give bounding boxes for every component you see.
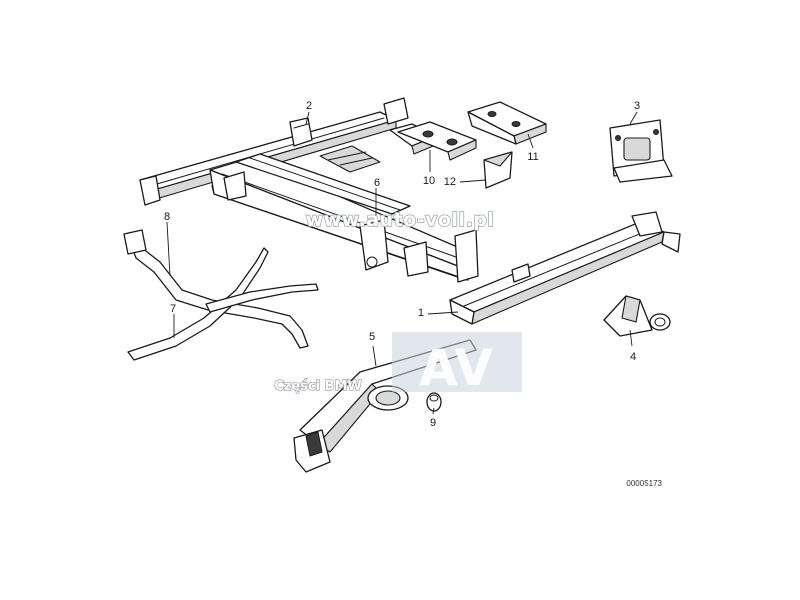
callout-9: 9	[430, 417, 436, 429]
part-6-subframe	[139, 97, 479, 283]
watermark-caption: Części BMW	[274, 379, 362, 394]
callout-3: 3	[634, 100, 640, 112]
leader-lines	[166, 111, 638, 415]
watermark-logo: AV	[392, 332, 522, 397]
callout-11: 11	[527, 151, 538, 163]
document-number: 00005173	[626, 479, 662, 488]
callout-7: 7	[170, 303, 176, 315]
part-7-strap	[127, 247, 319, 361]
callouts: 1 2 3 4 5 6 7 8 9 10 11 12	[164, 100, 640, 429]
part-4-bracket	[603, 295, 671, 337]
callout-10: 10	[423, 175, 435, 187]
watermark-logo-letters: AV	[419, 339, 493, 397]
part-3-plate	[609, 119, 673, 183]
callout-1: 1	[418, 307, 424, 319]
part-1-rail	[449, 211, 681, 325]
callout-2: 2	[306, 100, 312, 112]
watermark-url: www.auto-voll.pl	[306, 209, 495, 231]
callout-5: 5	[369, 331, 375, 343]
callout-12: 12	[444, 176, 456, 188]
part-12-gusset	[483, 151, 513, 189]
callout-8: 8	[164, 211, 170, 223]
part-11-bracket	[467, 101, 547, 145]
callout-4: 4	[630, 351, 636, 363]
part-9-buffer	[426, 392, 442, 412]
part-8-strap	[123, 229, 309, 349]
part-10-plate	[397, 121, 477, 161]
callout-6: 6	[374, 177, 380, 189]
